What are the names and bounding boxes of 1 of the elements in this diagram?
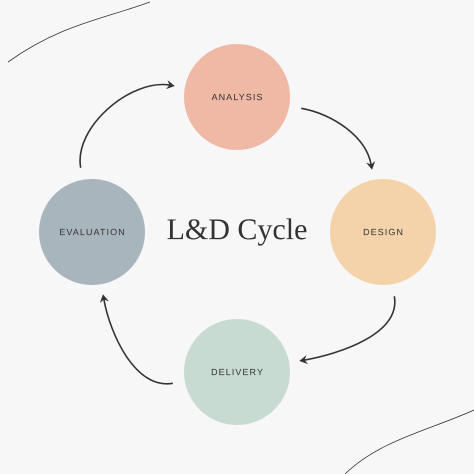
title: L&D Cycle	[167, 218, 306, 246]
